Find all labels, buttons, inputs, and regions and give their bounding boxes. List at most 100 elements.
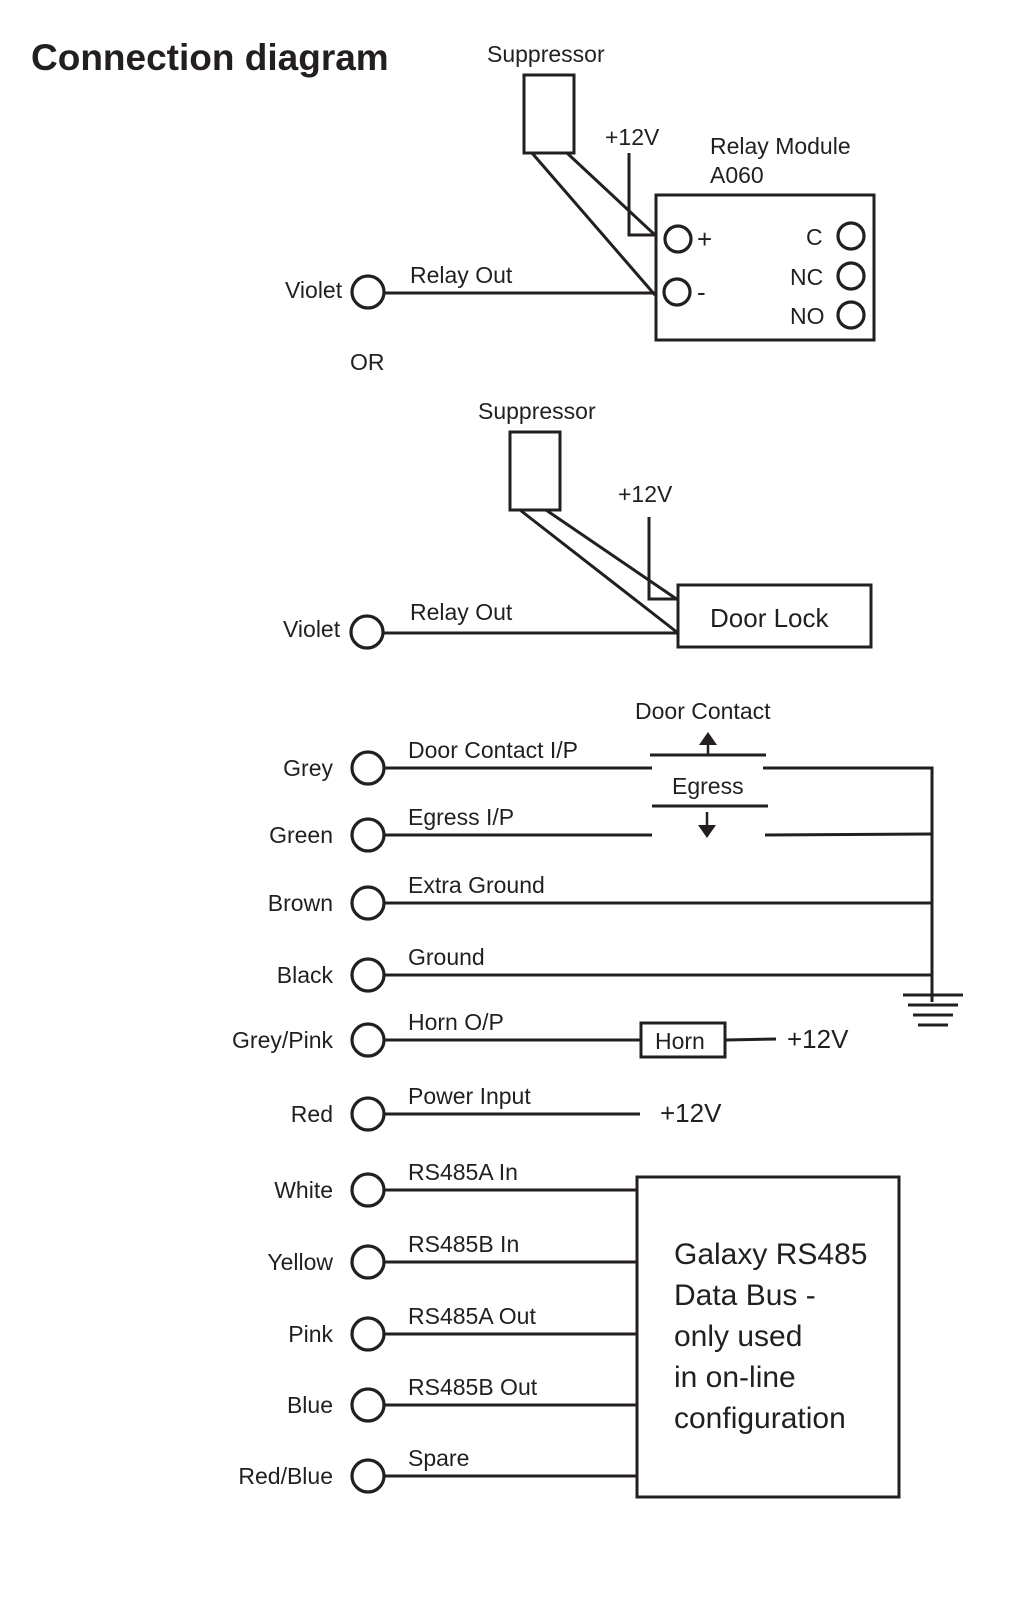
switches: Door Contact Egress [635, 698, 771, 838]
wire-function-label: Horn O/P [408, 1009, 504, 1035]
wire-function-label: Ground [408, 944, 485, 970]
wire-row: Grey Door Contact I/P [283, 737, 652, 786]
power-supply-label: +12V [660, 1098, 722, 1128]
suppressor-component [522, 73, 576, 155]
suppressor-lead-positive [565, 151, 657, 237]
wire-terminal [350, 1244, 386, 1280]
relay-terminal-minus-label: - [697, 277, 706, 307]
wire-color-label: Red/Blue [238, 1463, 333, 1489]
suppressor-lead-2b [545, 508, 679, 602]
wire-row: Grey/Pink Horn O/P [232, 1009, 641, 1058]
galaxy-text-line: Galaxy RS485 [674, 1238, 867, 1271]
wire-color-label: Blue [287, 1392, 333, 1418]
wire-terminal [350, 750, 386, 786]
supply-label-12v-2: +12V [618, 481, 673, 507]
horn-supply-wire [724, 1037, 777, 1042]
relay-module-model: A060 [710, 162, 764, 188]
wire-terminal-violet-2 [349, 614, 385, 650]
wire-color-label: Red [291, 1101, 333, 1127]
wire-terminal [350, 1458, 386, 1494]
wire-color-violet-2: Violet [283, 616, 341, 642]
relay-terminal-nc-label: NC [790, 264, 823, 290]
suppressor-label-2: Suppressor [478, 398, 596, 424]
wire-terminal [350, 1096, 386, 1132]
door-contact-label: Door Contact [635, 698, 771, 724]
wire-row: Black Ground [277, 944, 932, 993]
wire-function-label: Power Input [408, 1083, 531, 1109]
relay-terminal-no [836, 300, 866, 330]
wire-list: Grey Door Contact I/P Green Egress I/P Brown… [232, 737, 932, 1494]
wire-terminal-violet [350, 274, 386, 310]
wire-color-label: Brown [268, 890, 333, 916]
wire-row: Red Power Input [291, 1083, 640, 1132]
ground-symbol-icon [903, 993, 963, 1027]
suppressor-component-2 [508, 430, 562, 512]
wire-row: White RS485A In [274, 1159, 637, 1208]
relay-terminal-c [836, 221, 866, 251]
wire-terminal [350, 885, 386, 921]
or-label: OR [350, 349, 385, 375]
galaxy-text-line: only used [674, 1320, 802, 1353]
door-lock-box [676, 583, 873, 649]
wire-color-label: Pink [288, 1321, 333, 1347]
horn-label: Horn [655, 1028, 705, 1054]
relay-terminal-no-label: NO [790, 303, 825, 329]
wire-function-label: RS485A Out [408, 1303, 536, 1329]
wire-color-label: Grey/Pink [232, 1027, 333, 1053]
relay-terminal-c-label: C [806, 224, 823, 250]
supply-wire-12v [627, 153, 655, 237]
wire-terminal [350, 817, 386, 853]
egress-label: Egress [672, 773, 744, 799]
ground-bus [763, 766, 934, 1002]
wire-terminal [350, 1316, 386, 1352]
wire-row: Green Egress I/P [269, 804, 652, 853]
wire-row: Yellow RS485B In [267, 1231, 637, 1280]
relay-module-box [654, 193, 876, 342]
relay-out-label: Relay Out [410, 262, 513, 288]
wire-function-label: Door Contact I/P [408, 737, 578, 763]
wire-color-label: Green [269, 822, 333, 848]
wire-row: Red/Blue Spare [238, 1445, 637, 1494]
relay-module-section: Suppressor +12V Relay Module A060 + - C … [285, 41, 876, 342]
relay-terminal-plus-label: + [697, 224, 712, 254]
wire-terminal [350, 1172, 386, 1208]
door-lock-label: Door Lock [710, 603, 829, 633]
relay-terminal-minus [662, 277, 692, 307]
door-lock-section: Suppressor +12V Door Lock Violet Relay O… [283, 398, 873, 650]
wire-function-label: Extra Ground [408, 872, 545, 898]
wire-terminal [350, 1387, 386, 1423]
supply-wire-12v-2 [647, 517, 678, 601]
wire-terminal [350, 957, 386, 993]
wire-color-label: Grey [283, 755, 333, 781]
galaxy-text-line: Data Bus - [674, 1279, 816, 1312]
relay-module-title: Relay Module [710, 133, 851, 159]
galaxy-text-line: configuration [674, 1402, 846, 1435]
wire-function-label: RS485B In [408, 1231, 519, 1257]
galaxy-rs485-text: Galaxy RS485 Data Bus - only used in on-… [674, 1238, 867, 1435]
relay-terminal-plus [663, 224, 693, 254]
wire-function-label: Spare [408, 1445, 469, 1471]
horn-supply-label: +12V [787, 1024, 849, 1054]
suppressor-lead-2a [519, 508, 679, 635]
wire-function-label: RS485A In [408, 1159, 518, 1185]
suppressor-label: Suppressor [487, 41, 605, 67]
wire-row: Pink RS485A Out [288, 1303, 637, 1352]
supply-label-12v: +12V [605, 124, 660, 150]
arrow-up-icon [699, 732, 717, 745]
wire-function-label: RS485B Out [408, 1374, 538, 1400]
galaxy-rs485-box [635, 1175, 901, 1499]
page-title: Connection diagram [31, 37, 389, 78]
wire-function-label: Egress I/P [408, 804, 514, 830]
egress-return-wire [764, 832, 933, 837]
relay-terminal-nc [836, 261, 866, 291]
suppressor-lead-negative [530, 152, 657, 296]
galaxy-text-line: in on-line [674, 1361, 796, 1394]
wire-color-label: Black [277, 962, 334, 988]
relay-out-label-2: Relay Out [410, 599, 513, 625]
wire-row: Brown Extra Ground [268, 872, 932, 921]
arrow-down-icon [698, 825, 716, 838]
wire-color-label: Yellow [267, 1249, 333, 1275]
wire-color-label: White [274, 1177, 333, 1203]
wire-color-violet: Violet [285, 277, 343, 303]
wire-terminal [350, 1022, 386, 1058]
